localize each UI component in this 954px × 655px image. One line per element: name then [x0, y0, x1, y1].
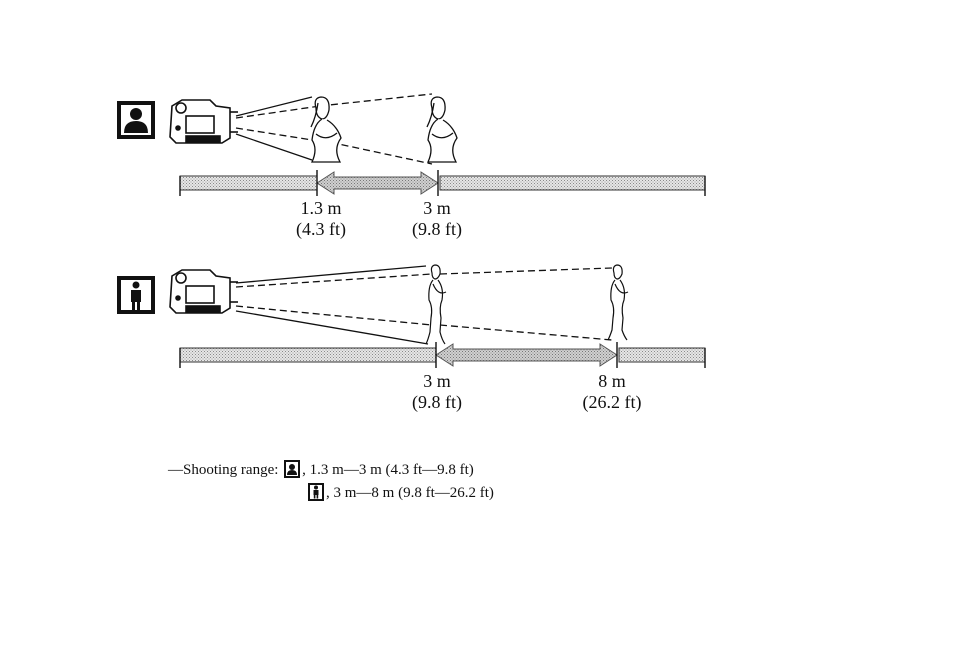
full-body-near-distance-m: 3 m: [423, 371, 451, 391]
portrait-near-distance-m: 1.3 m: [300, 198, 341, 218]
portrait-far-distance-m: 3 m: [423, 198, 451, 218]
distance-bar-full-body: [179, 342, 706, 368]
legend-prefix: —Shooting range:: [168, 462, 279, 478]
portrait-mode-icon: [117, 101, 155, 139]
portrait-mode-icon: [284, 460, 301, 478]
view-cone-lines: [235, 93, 433, 165]
subject-figure-far: [607, 264, 629, 341]
legend-row-portrait: —Shooting range: , 1.3 m—3 m (4.3 ft—9.8…: [168, 459, 474, 481]
shooting-range-legend: —Shooting range: , 1.3 m—3 m (4.3 ft—9.8…: [168, 459, 668, 509]
full-body-near-distance-ft: (9.8 ft): [412, 392, 462, 413]
subject-figure-far: [426, 96, 458, 163]
range-arrow-portrait: [316, 171, 439, 195]
subject-figure-near: [425, 264, 447, 345]
portrait-near-distance-ft: (4.3 ft): [296, 219, 346, 240]
portrait-far-distance-ft: (9.8 ft): [412, 219, 462, 240]
subject-figure-near: [310, 96, 342, 163]
camera-icon: [169, 99, 238, 144]
range-arrow-full-body: [435, 343, 618, 367]
full-body-far-distance-ft: (26.2 ft): [583, 392, 642, 413]
full-body-mode-icon: [117, 276, 155, 314]
distance-bar-portrait: [179, 170, 706, 196]
full-body-far-distance-m: 8 m: [598, 371, 626, 391]
full-body-mode-icon: [308, 483, 324, 501]
legend-full-body-range: , 3 m—8 m (9.8 ft—26.2 ft): [326, 485, 494, 501]
legend-portrait-range: , 1.3 m—3 m (4.3 ft—9.8 ft): [302, 462, 474, 478]
legend-row-full-body: , 3 m—8 m (9.8 ft—26.2 ft): [306, 482, 494, 504]
camera-icon: [169, 269, 238, 314]
view-cone-lines: [235, 265, 613, 345]
